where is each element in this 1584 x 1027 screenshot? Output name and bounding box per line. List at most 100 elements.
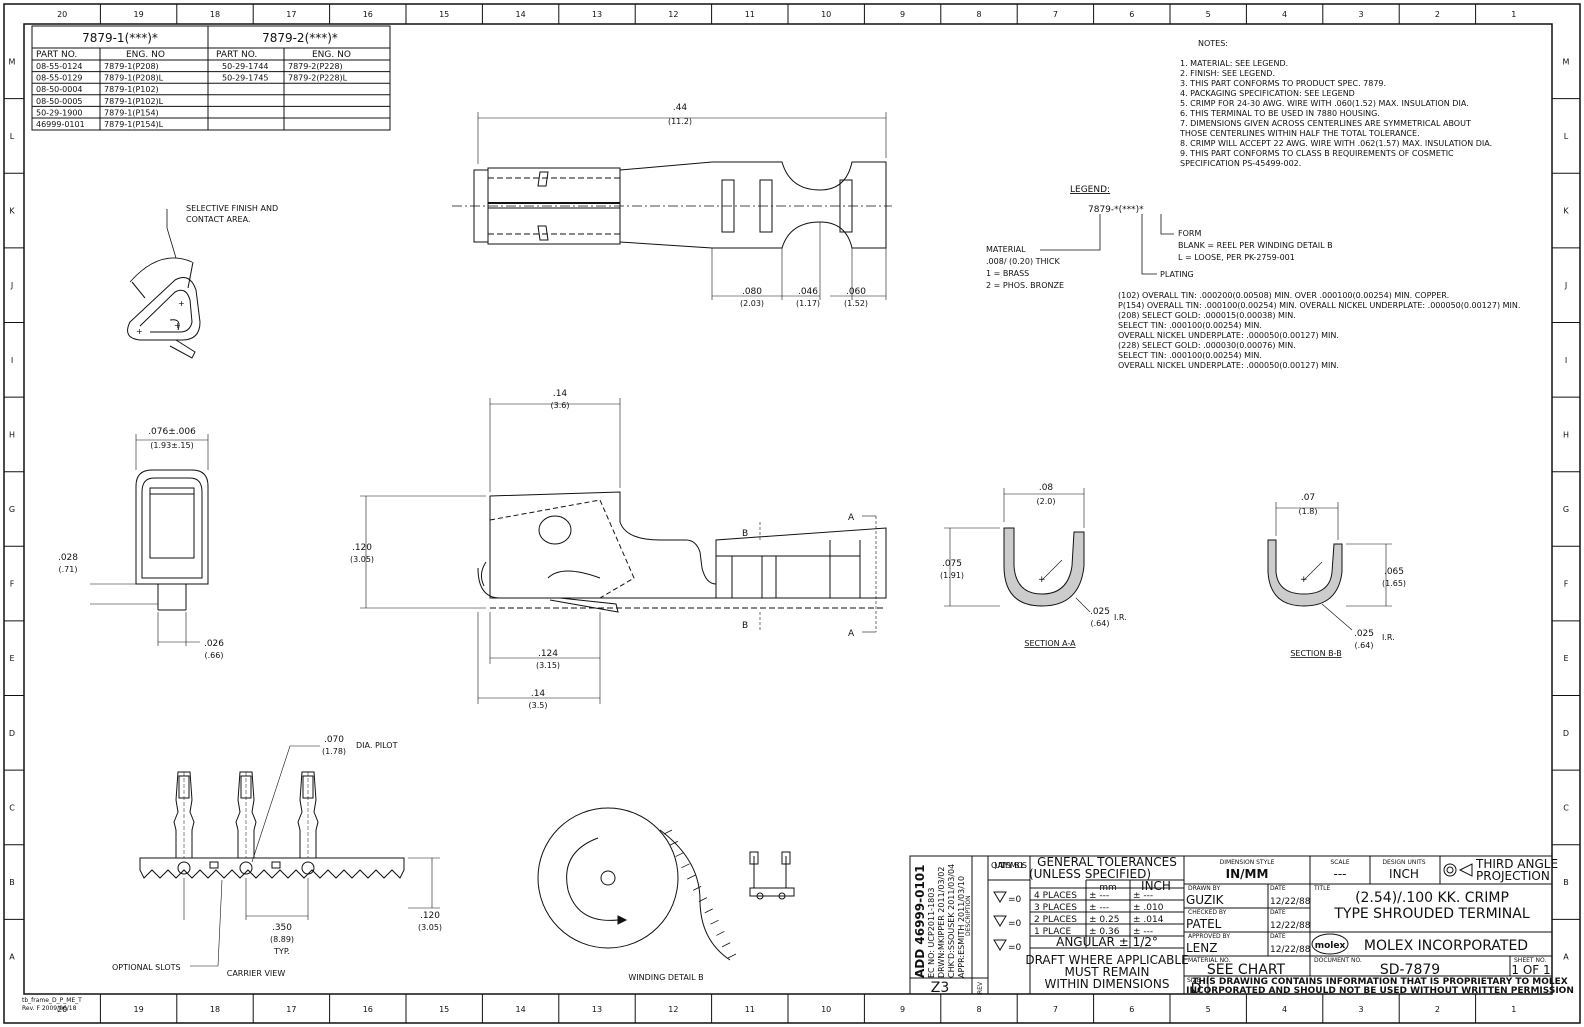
tol-angular: ANGULAR ± 1/2°	[1056, 935, 1158, 949]
rev-value: Z3	[931, 980, 950, 996]
tol-inch: ± ---	[1133, 927, 1153, 937]
svg-text:+: +	[178, 299, 185, 308]
date-label-2: DATE	[1270, 909, 1286, 916]
document-no-label: DOCUMENT NO.	[1314, 957, 1362, 964]
carrier-pilot-dim-mm: (1.78)	[322, 747, 346, 756]
row-label: C	[1563, 803, 1569, 812]
section-bb-radius-mm: (.64)	[1355, 641, 1374, 650]
svg-text:+: +	[174, 321, 181, 330]
plating-item: OVERALL NICKEL UNDERPLATE: .000050(0.001…	[1118, 361, 1339, 370]
plating-item: (102) OVERALL TIN: .000200(0.00508) MIN.…	[1118, 291, 1449, 300]
plating-item: (228) SELECT GOLD: .000030(0.00076) MIN.	[1118, 341, 1296, 350]
table-cell: 7879-1(P208)	[104, 62, 159, 71]
note-item: 4. PACKAGING SPECIFICATION: SEE LEGEND	[1180, 89, 1355, 98]
note-item: SPECIFICATION PS-45499-002.	[1180, 159, 1301, 168]
tol-inch: ± .014	[1133, 915, 1164, 925]
approved-by-value: LENZ	[1186, 941, 1217, 955]
quality-symbols: =0 =0 =0	[993, 891, 1022, 953]
section-bb-radius: .025	[1354, 629, 1374, 639]
column-label: 12	[668, 1005, 678, 1014]
design-units-label: DESIGN UNITS	[1382, 859, 1425, 866]
svg-text:=0: =0	[1008, 895, 1022, 905]
molex-logo-text: molex	[1315, 941, 1346, 951]
section-marker-b-bottom: B	[742, 621, 748, 631]
note-item: 8. CRIMP WILL ACCEPT 22 AWG. WIRE WITH .…	[1180, 139, 1492, 148]
dim-d2: .046	[798, 287, 818, 297]
selective-finish-label-1: SELECTIVE FINISH AND	[186, 204, 278, 213]
tol-mm: ± 0.36	[1089, 927, 1120, 937]
parts-group1-title: 7879-1(***)*	[82, 31, 158, 45]
table-cell: 7879-1(P102)L	[104, 97, 164, 106]
draft-line-1: DRAFT WHERE APPLICABLE	[1025, 953, 1188, 967]
title-label: TITLE	[1313, 885, 1330, 892]
column-label: 6	[1129, 10, 1134, 19]
projection-line-1: THIRD ANGLE	[1475, 857, 1558, 871]
section-marker-b-top: B	[742, 529, 748, 539]
row-label: L	[10, 132, 15, 141]
row-label: D	[1563, 729, 1569, 738]
proprietary-line-2: INCORPORATED AND SHOULD NOT BE USED WITH…	[1186, 986, 1574, 996]
dim-end-width-mm: (1.93±.15)	[150, 441, 193, 450]
row-label: A	[9, 953, 15, 962]
section-bb: +	[1267, 502, 1392, 631]
svg-text:=0: =0	[1008, 943, 1022, 953]
section-marker-a-top: A	[848, 513, 855, 523]
legend-material-label: MATERIAL	[986, 245, 1026, 254]
scale-value: ---	[1334, 867, 1347, 881]
legend-title: LEGEND:	[1070, 185, 1110, 195]
svg-text:+: +	[136, 327, 143, 336]
date-label-3: DATE	[1270, 933, 1286, 940]
parts-group2-title: 7879-2(***)*	[262, 31, 338, 45]
row-label: M	[9, 57, 16, 66]
notes-list: 1. MATERIAL: SEE LEGEND.2. FINISH: SEE L…	[1179, 59, 1492, 168]
row-label: K	[9, 207, 15, 216]
row-label: F	[10, 580, 15, 589]
section-marker-a-bottom: A	[848, 629, 855, 639]
molex-logo-icon: molex	[1311, 933, 1349, 955]
row-label: B	[1563, 878, 1569, 887]
section-aa-height: .075	[942, 559, 962, 569]
section-bb-title: SECTION B-B	[1290, 649, 1341, 658]
isometric-view: + + +	[127, 209, 201, 359]
drawn-by-label: DRAWN BY	[1188, 885, 1220, 892]
dim-d1-mm: (2.03)	[740, 299, 764, 308]
frame-ref-1: tb_frame_D_P_ME_T	[22, 997, 82, 1004]
dim-d2-mm: (1.17)	[796, 299, 820, 308]
column-label: 14	[516, 1005, 526, 1014]
tol-place: 4 PLACES	[1034, 891, 1077, 901]
dim-side-base-mm: (3.5)	[529, 701, 548, 710]
tol-place: 1 PLACE	[1034, 927, 1072, 937]
column-label: 1	[1511, 1005, 1516, 1014]
company-name: MOLEX INCORPORATED	[1364, 938, 1528, 954]
legend-leaders	[1040, 214, 1174, 275]
plating-list: (102) OVERALL TIN: .000200(0.00508) MIN.…	[1118, 291, 1520, 370]
section-aa-height-mm: (1.91)	[940, 571, 964, 580]
row-label: A	[1563, 953, 1569, 962]
projection-symbol-icon	[1443, 863, 1473, 877]
column-label: 2	[1435, 1005, 1440, 1014]
dim-end-pin: .026	[204, 639, 224, 649]
legend-material-item-2: 1 = BRASS	[986, 269, 1029, 278]
note-item: 5. CRIMP FOR 24-30 AWG. WIRE WITH .060(1…	[1180, 99, 1469, 108]
row-label: H	[1563, 430, 1569, 439]
carrier-pilot-label: DIA. PILOT	[356, 741, 398, 750]
tol-mm-header: mm	[1099, 883, 1117, 893]
table-cell: 08-55-0124	[36, 62, 83, 71]
column-label: 13	[592, 10, 602, 19]
dim-side-height: .120	[352, 543, 372, 553]
parts-header-1: PART NO.	[36, 50, 77, 60]
notes-title: NOTES:	[1198, 39, 1228, 48]
winding-detail	[537, 807, 795, 961]
legend-form-label: FORM	[1178, 229, 1201, 238]
draft-line-2: MUST REMAIN	[1065, 965, 1150, 979]
column-label: 14	[516, 10, 526, 19]
column-label: 9	[900, 10, 905, 19]
svg-text:+: +	[1038, 575, 1046, 585]
dim-d1: .080	[742, 287, 762, 297]
legend-form-item-1: BLANK = REEL PER WINDING DETAIL B	[1178, 241, 1333, 250]
carrier-height-dim-mm: (3.05)	[418, 923, 442, 932]
proprietary-line-1: THIS DRAWING CONTAINS INFORMATION THAT I…	[1192, 977, 1568, 987]
row-label: D	[9, 729, 15, 738]
svg-text:=0: =0	[1008, 919, 1022, 929]
row-label: I	[11, 356, 13, 365]
